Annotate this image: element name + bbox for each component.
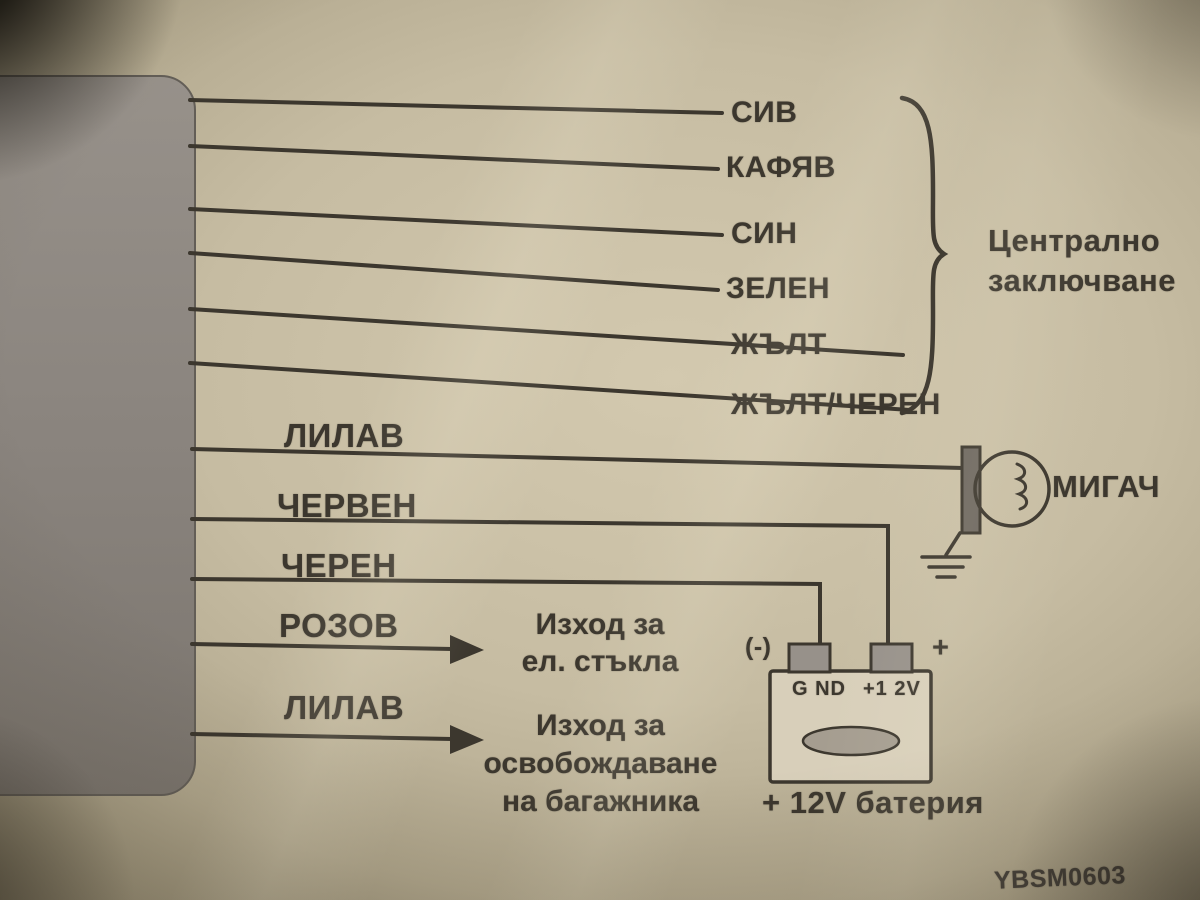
battery-terminal-positive	[869, 642, 914, 674]
wire-label-yellow: ЖЪЛТ	[731, 328, 827, 361]
wire-purple-bottom	[190, 732, 454, 741]
wire-label-pink: РОЗОВ	[279, 607, 399, 644]
power-windows-line1: Изход за	[535, 608, 665, 641]
wire-label-black: ЧЕРЕН	[281, 547, 397, 584]
trunk-release-line2: освобождаване	[483, 747, 718, 780]
flasher-socket	[960, 445, 982, 535]
wire-label-green: ЗЕЛЕН	[726, 272, 831, 305]
trunk-release-line3: на багажника	[501, 785, 700, 818]
control-unit-body	[0, 75, 196, 796]
battery-cell-oval	[801, 725, 901, 757]
wire-brown	[188, 144, 720, 171]
central-locking-caption-line1: Централно	[988, 223, 1161, 258]
trunk-release-line1: Изход за	[536, 709, 665, 742]
flasher-bulb-icon	[973, 450, 1051, 528]
part-code: YBSM0603	[993, 861, 1127, 895]
power-windows-line2: ел. стъкла	[521, 645, 679, 678]
battery-terminal-negative	[787, 642, 832, 674]
power-windows-output-caption: Изход за ел. стъкла	[495, 606, 705, 680]
central-locking-brace	[899, 95, 949, 416]
wire-label-yellow-black: ЖЪЛТ/ЧЕРЕН	[731, 388, 941, 421]
wire-label-gray: СИВ	[731, 96, 798, 129]
flasher-label: МИГАЧ	[1052, 469, 1161, 504]
wire-gray	[188, 98, 724, 115]
wire-label-purple-top: ЛИЛАВ	[284, 417, 405, 454]
wire-green	[188, 251, 720, 292]
battery-plus-label: +	[932, 632, 950, 664]
battery-caption: + 12V батерия	[762, 785, 984, 820]
wire-label-brown: КАФЯВ	[726, 151, 836, 184]
ground-symbol	[920, 531, 972, 579]
arrow-power-windows	[450, 635, 484, 664]
wire-label-purple-bottom: ЛИЛАВ	[284, 689, 405, 726]
battery-minus-label: (-)	[745, 633, 772, 661]
wire-label-blue: СИН	[731, 217, 798, 250]
trunk-release-output-caption: Изход за освобождаване на багажника	[458, 707, 743, 821]
central-locking-caption-line2: заключване	[988, 263, 1176, 298]
battery-gnd-terminal-label: G ND	[792, 678, 846, 700]
flasher-filament	[1013, 462, 1029, 511]
wire-label-red: ЧЕРВЕН	[277, 487, 417, 524]
battery-12v-terminal-label: +1 2V	[863, 678, 921, 700]
wire-blue	[188, 207, 724, 237]
